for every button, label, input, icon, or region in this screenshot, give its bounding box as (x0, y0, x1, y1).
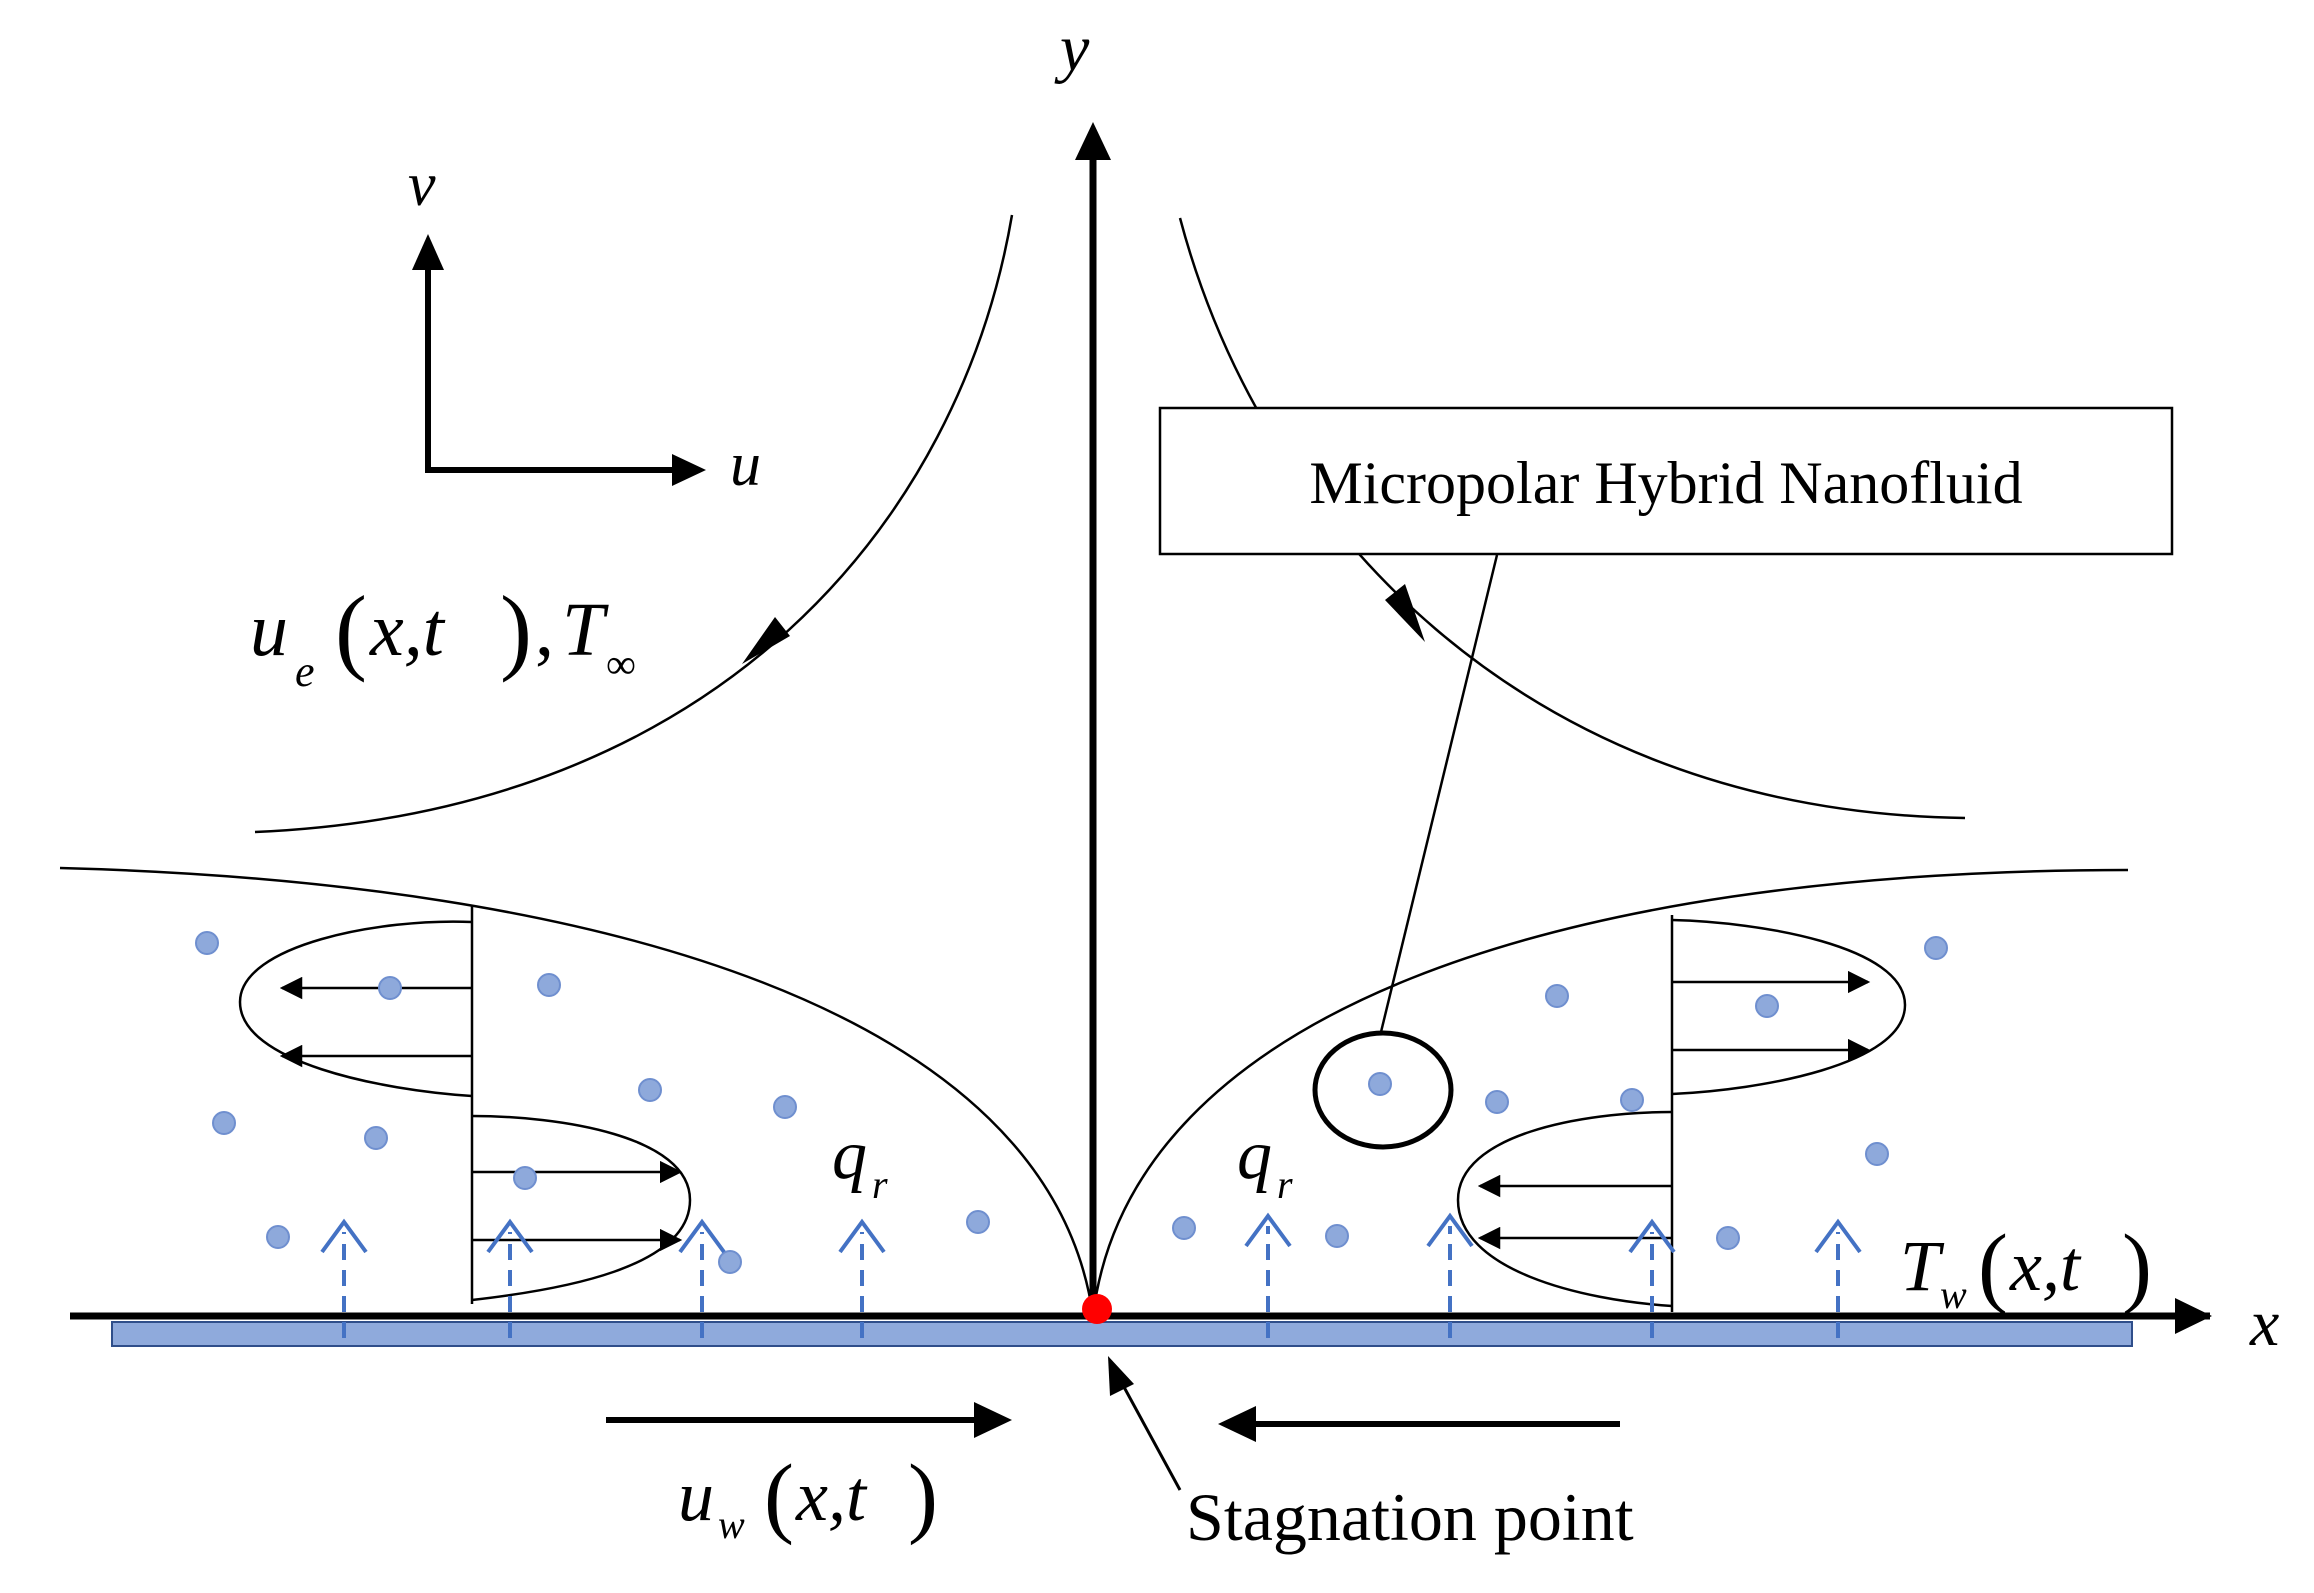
nanoparticle (1545, 984, 1569, 1008)
svg-text:x,t: x,t (795, 1456, 868, 1536)
boundary-layer-right (1091, 868, 2129, 1317)
nanoparticle (537, 973, 561, 997)
heat-flux-arrow (486, 1218, 534, 1338)
nanoparticle (364, 1126, 388, 1150)
streamline-left (254, 214, 1014, 834)
svg-text:r: r (872, 1162, 888, 1207)
heat-flux-label-right: q r (1237, 1117, 1293, 1207)
streamline-right-arrow (1385, 584, 1425, 642)
nanoparticle (966, 1210, 990, 1234)
svg-text:T: T (562, 588, 609, 672)
streamline-left-arrow (742, 617, 790, 664)
svg-text:): ) (500, 576, 532, 683)
stagnation-pointer (1116, 1375, 1182, 1491)
nanoparticle (513, 1166, 537, 1190)
heat-flux-arrow (1628, 1218, 1676, 1338)
heat-flux-arrow (320, 1218, 368, 1338)
nanoparticle (1716, 1226, 1740, 1250)
x-axis-arrowhead (2175, 1298, 2212, 1334)
nanoparticle (1485, 1090, 1509, 1114)
wall-temperature-label: T w ( x,t ) (1900, 1217, 2152, 1317)
x-axis-label: x (2249, 1287, 2279, 1360)
svg-text:u: u (678, 1456, 714, 1536)
highlight-circle (1312, 1030, 1454, 1150)
svg-text:q: q (832, 1117, 867, 1194)
freestream-label: u e ( x,t ) , T ∞ (250, 576, 636, 696)
boundary-layer-left (59, 866, 1095, 1317)
inset-v-label: v (408, 151, 436, 219)
callout-box-label: Micropolar Hybrid Nanofluid (1309, 450, 2022, 516)
nanoparticle (1368, 1072, 1392, 1096)
svg-text:e: e (295, 647, 315, 696)
nanoparticle (1755, 994, 1779, 1018)
nanoparticle (266, 1225, 290, 1249)
svg-text:u: u (250, 588, 288, 672)
svg-text:(: ( (1978, 1217, 2008, 1316)
svg-text:T: T (1900, 1226, 1945, 1306)
nanoparticle (378, 976, 402, 1000)
heat-flux-arrows (320, 1212, 1862, 1338)
nanoparticle (1924, 936, 1948, 960)
svg-text:x,t: x,t (369, 588, 446, 672)
nanoparticle (195, 931, 219, 955)
velocity-profile-right (1456, 915, 1907, 1312)
y-axis-label: y (1054, 12, 1090, 85)
nanoparticle (1865, 1142, 1889, 1166)
inset-axes: v u (408, 151, 761, 499)
svg-text:(: ( (764, 1447, 794, 1546)
svg-text:,: , (535, 588, 554, 672)
inset-u-label: u (730, 431, 761, 499)
heat-flux-arrow (1814, 1218, 1862, 1338)
svg-text:r: r (1277, 1162, 1293, 1207)
nanoparticle (718, 1250, 742, 1274)
nanoparticle (212, 1111, 236, 1135)
svg-text:): ) (2122, 1217, 2152, 1316)
svg-text:q: q (1237, 1117, 1272, 1194)
svg-text:x,t: x,t (2009, 1226, 2082, 1306)
nanoparticle (638, 1078, 662, 1102)
nanoparticles (195, 931, 1948, 1274)
stagnation-point-marker (1082, 1294, 1112, 1324)
wall-velocity-label: u w ( x,t ) (678, 1447, 938, 1547)
heat-flux-arrow (838, 1218, 886, 1338)
stagnation-point-label: Stagnation point (1186, 1479, 1634, 1555)
callout-pointer (1379, 554, 1499, 1033)
nanoparticle (1325, 1224, 1349, 1248)
streamline-right (1178, 217, 1966, 820)
nanoparticle (1620, 1088, 1644, 1112)
nanoparticle (1172, 1216, 1196, 1240)
svg-text:(: ( (335, 576, 367, 683)
plate (111, 1321, 2133, 1347)
svg-text:w: w (718, 1502, 745, 1547)
nanoparticle (773, 1095, 797, 1119)
heat-flux-arrow (678, 1218, 726, 1338)
heat-flux-arrow (1426, 1212, 1474, 1338)
y-axis-arrowhead (1075, 122, 1111, 160)
svg-text:w: w (1940, 1272, 1967, 1317)
heat-flux-arrow (1244, 1212, 1292, 1338)
svg-text:): ) (908, 1447, 938, 1546)
heat-flux-label-left: q r (832, 1117, 888, 1207)
velocity-profile-left (238, 905, 692, 1304)
callout-box (1158, 406, 2174, 556)
svg-text:∞: ∞ (606, 642, 636, 688)
